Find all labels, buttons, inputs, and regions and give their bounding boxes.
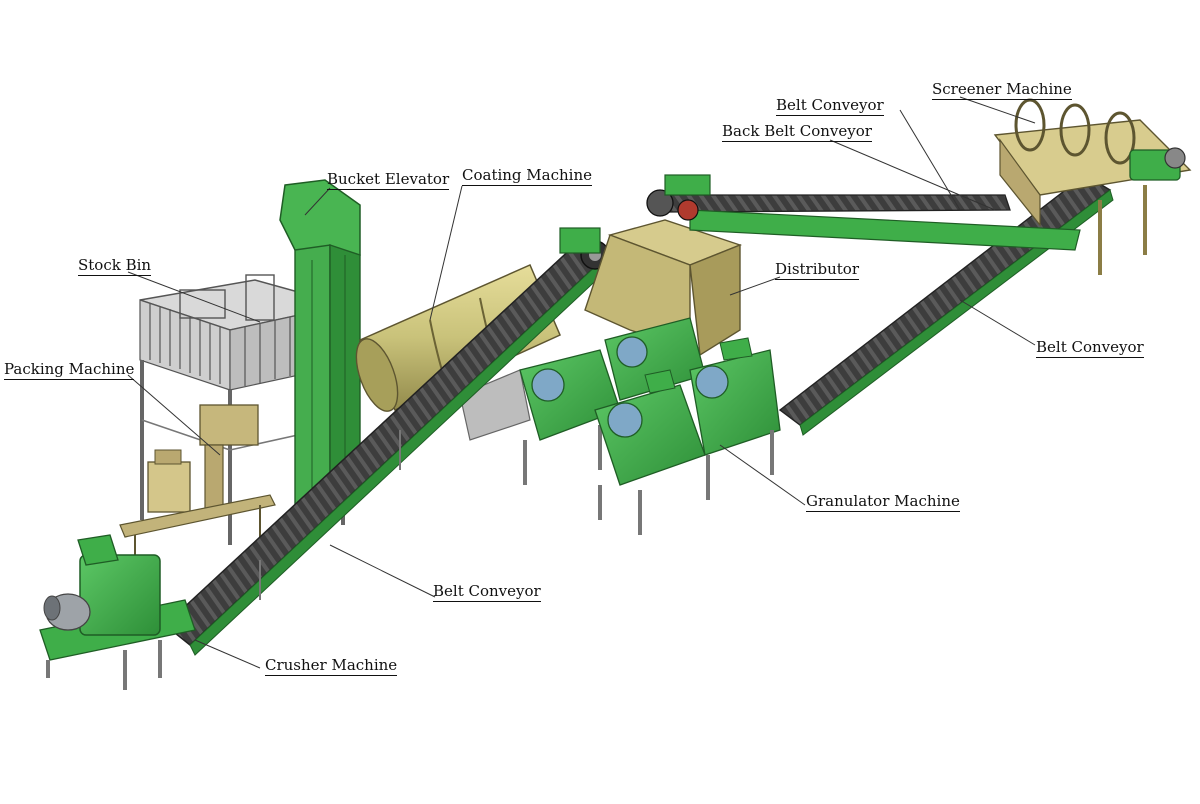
- granulator-machines: [519, 317, 781, 535]
- belt-conveyor-main: [163, 227, 610, 656]
- crusher-machine: [39, 534, 196, 690]
- screener-machine: [993, 98, 1192, 275]
- back-belt-conveyor-label: Back Belt Conveyor: [722, 122, 872, 142]
- packing-machine: [119, 404, 276, 560]
- distributor-hopper: [584, 219, 743, 357]
- back-belt-conveyor: [646, 174, 1081, 251]
- leader-lines: [127, 96, 1036, 669]
- screener-machine-label: Screener Machine: [932, 80, 1072, 100]
- granulator-unit: [689, 337, 781, 500]
- belt-conveyor-bottom-label: Belt Conveyor: [433, 582, 541, 602]
- belt-conveyor-right-label: Belt Conveyor: [1036, 338, 1144, 358]
- stock-bin-label: Stock Bin: [78, 256, 152, 276]
- distributor-label: Distributor: [775, 260, 860, 280]
- granulator-machine-label: Granulator Machine: [806, 492, 960, 512]
- bucket-elevator-label: Bucket Elevator: [327, 170, 450, 190]
- belt-conveyor-top-label: Belt Conveyor: [776, 96, 884, 116]
- bucket-elevator: [279, 179, 361, 506]
- crusher-machine-label: Crusher Machine: [265, 656, 398, 676]
- coating-machine-label: Coating Machine: [462, 166, 593, 186]
- granulator-unit: [594, 369, 706, 535]
- packing-machine-label: Packing Machine: [4, 360, 135, 380]
- coating-drum: [355, 264, 561, 441]
- belt-conveyor-right: [778, 174, 1114, 436]
